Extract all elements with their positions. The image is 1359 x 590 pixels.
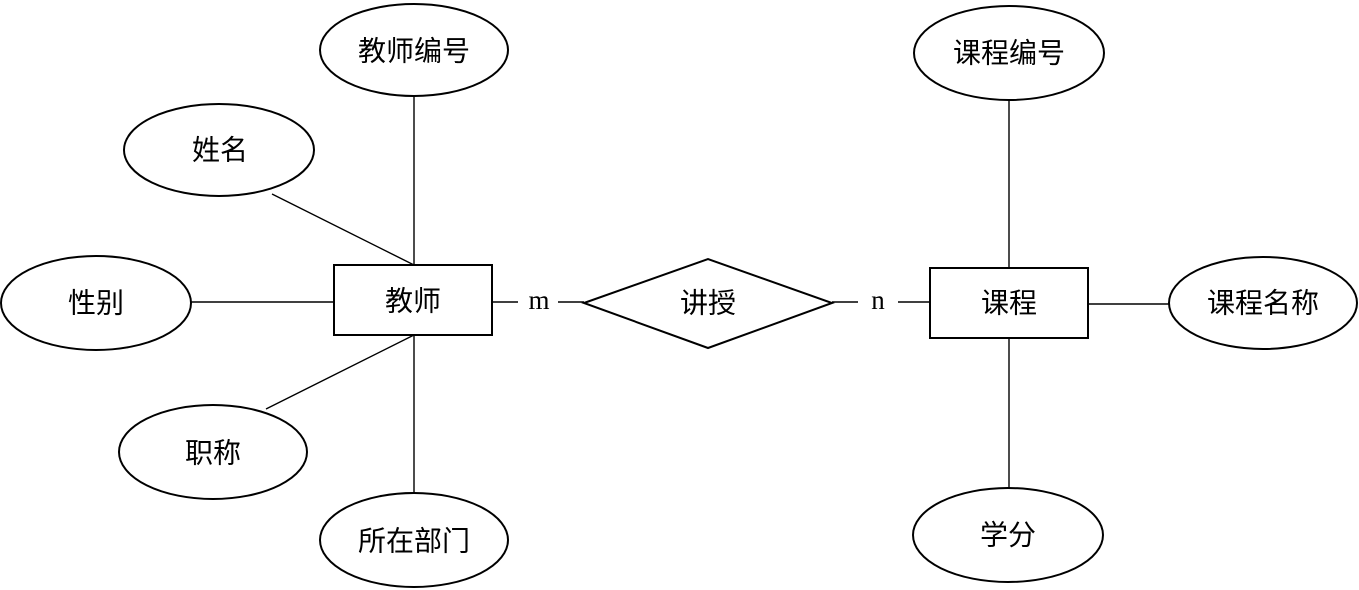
attribute-teacher-name: 姓名 bbox=[123, 103, 315, 197]
attribute-label: 学分 bbox=[980, 519, 1036, 552]
attribute-label: 职称 bbox=[185, 437, 241, 470]
cardinality-teacher: m bbox=[528, 285, 549, 315]
attribute-teacher-id: 教师编号 bbox=[319, 3, 509, 97]
attribute-ellipse bbox=[0, 255, 192, 351]
attribute-course-credit: 学分 bbox=[912, 487, 1104, 583]
cardinality-course: n bbox=[871, 285, 885, 315]
attribute-label: 所在部门 bbox=[358, 525, 470, 558]
entity-label: 课程 bbox=[981, 287, 1037, 320]
attribute-label: 教师编号 bbox=[358, 35, 470, 68]
attribute-course-name: 课程名称 bbox=[1168, 256, 1358, 350]
connectors bbox=[191, 97, 1169, 493]
attribute-teacher-gender: 性别 bbox=[0, 255, 192, 351]
relationship-label: 讲授 bbox=[680, 287, 736, 320]
attribute-ellipse bbox=[319, 3, 509, 97]
line-teacher-name bbox=[271, 193, 415, 266]
attribute-label: 课程编号 bbox=[953, 37, 1065, 70]
attribute-ellipse bbox=[1168, 256, 1358, 350]
attribute-course-id: 课程编号 bbox=[913, 5, 1105, 101]
entity-box bbox=[333, 264, 493, 336]
entity-label: 教师 bbox=[385, 285, 441, 318]
relationship-teaches: 讲授 bbox=[581, 257, 835, 350]
attribute-ellipse bbox=[319, 492, 509, 588]
attribute-ellipse bbox=[912, 487, 1104, 583]
attribute-teacher-department: 所在部门 bbox=[319, 492, 509, 588]
entity-course: 课程 bbox=[929, 267, 1089, 339]
attribute-teacher-title: 职称 bbox=[118, 404, 308, 500]
entity-box bbox=[929, 267, 1089, 339]
attribute-label: 课程名称 bbox=[1207, 287, 1319, 320]
entity-teacher: 教师 bbox=[333, 264, 493, 336]
attribute-ellipse bbox=[123, 103, 315, 197]
relationship-diamond bbox=[581, 257, 835, 350]
attribute-label: 性别 bbox=[68, 287, 124, 320]
attribute-ellipse bbox=[118, 404, 308, 500]
attribute-ellipse bbox=[913, 5, 1105, 101]
line-teacher-title bbox=[265, 334, 415, 410]
attribute-label: 姓名 bbox=[192, 134, 248, 167]
